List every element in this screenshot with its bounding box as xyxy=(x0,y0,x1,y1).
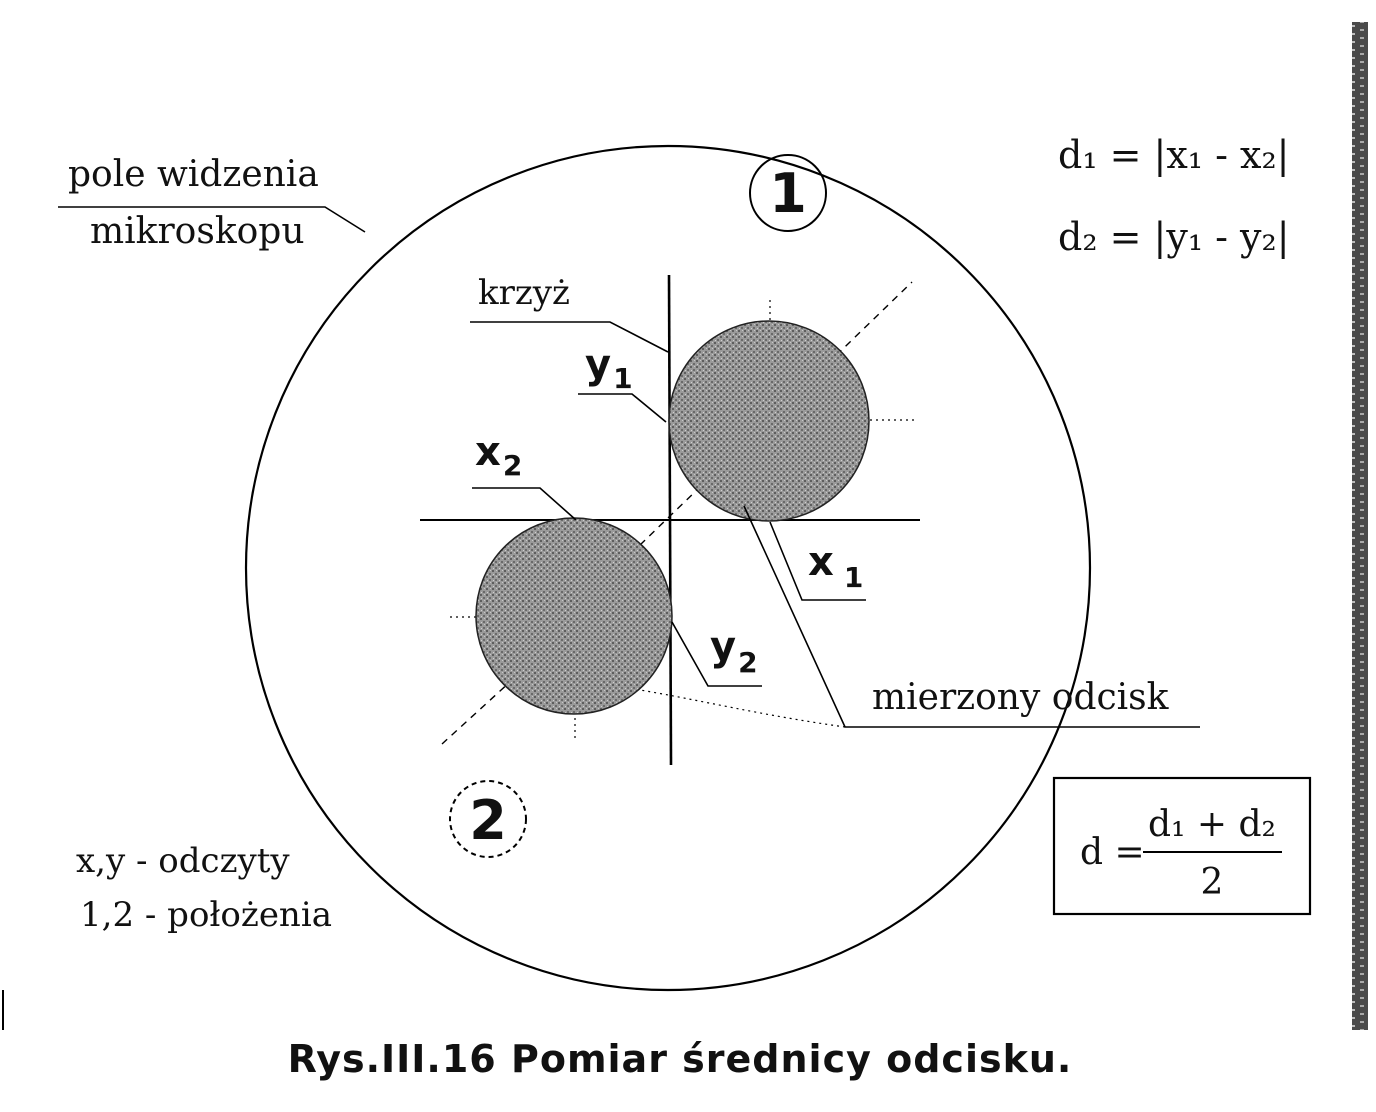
y2-label: y2 xyxy=(710,624,758,679)
cross-label: krzyż xyxy=(478,273,570,313)
formula-denominator: 2 xyxy=(1201,862,1224,903)
leader-field xyxy=(58,206,366,233)
position-1-marker xyxy=(749,154,827,232)
formula-numerator: d₁ + d₂ xyxy=(1148,804,1276,845)
leader-cross xyxy=(470,321,669,353)
field-label-line1: pole widzenia xyxy=(68,154,319,195)
leader-y2 xyxy=(671,621,762,687)
right-border-bar xyxy=(1352,22,1368,1030)
x2-label: x2 xyxy=(475,429,522,482)
impression-position-2 xyxy=(475,517,673,715)
leader-measured-2 xyxy=(639,689,846,728)
figure-caption: Rys.III.16 Pomiar średnicy odcisku. xyxy=(288,1037,1073,1081)
field-label-line2: mikroskopu xyxy=(90,211,305,252)
leader-x1 xyxy=(769,521,866,601)
dashed-diagonal-upper xyxy=(639,281,913,546)
microscope-field-circle xyxy=(244,144,1092,992)
formula-d-left: d = xyxy=(1080,832,1145,873)
position-2-marker xyxy=(449,780,527,858)
formula-box xyxy=(1052,776,1312,916)
y1-label: y1 xyxy=(585,342,633,395)
formula-d2: d₂ = |y₁ - y₂| xyxy=(1058,215,1290,259)
leader-x2 xyxy=(472,487,577,521)
leader-y1 xyxy=(578,393,667,423)
legend-line2: 1,2 - położenia xyxy=(80,895,332,935)
formula-d1: d₁ = |x₁ - x₂| xyxy=(1058,133,1290,177)
position-2-number: 2 xyxy=(469,789,507,852)
legend-line1: x,y - odczyty xyxy=(76,841,290,881)
position-1-number: 1 xyxy=(769,162,807,225)
impression-position-1 xyxy=(668,320,870,522)
measured-impression-label: mierzony odcisk xyxy=(872,677,1170,718)
